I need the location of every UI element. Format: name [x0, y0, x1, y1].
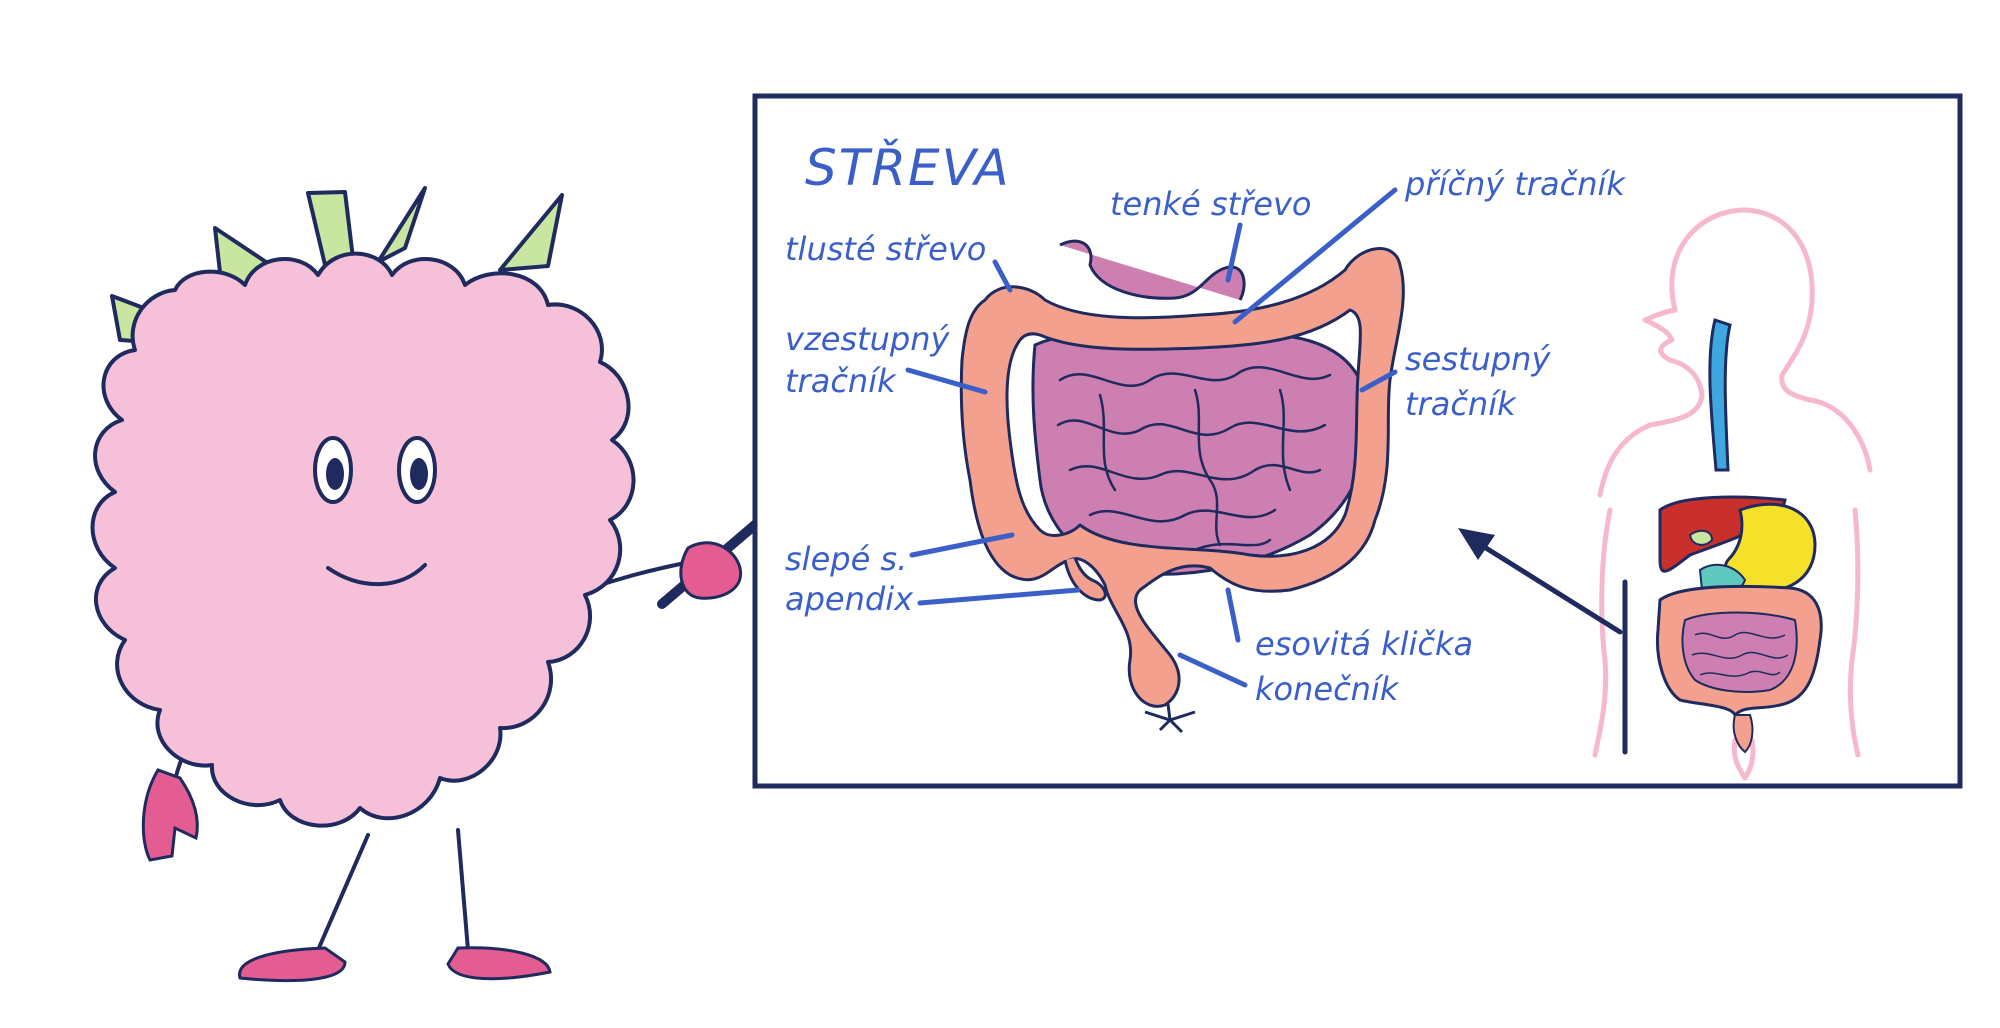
label-tenke-strevo: tenké střevo [1110, 185, 1311, 223]
leader-vzestupny [905, 367, 988, 395]
leader-apendix [917, 587, 1081, 606]
label-pricny-tracnik: příčný tračník [1404, 165, 1626, 203]
label-slepe: slepé s. [785, 540, 907, 578]
left-hand [141, 768, 199, 862]
intestines-diagram [959, 239, 1405, 734]
leader-sestupny [1359, 369, 1398, 393]
eyes [313, 436, 437, 504]
anus [1144, 703, 1196, 734]
large-intestine [959, 247, 1405, 708]
leader-pricny-tracnik [1232, 187, 1398, 325]
leader-esovita [1225, 587, 1241, 643]
label-sestupny-1: sestupný [1405, 340, 1551, 378]
leader-konecnik [1177, 652, 1248, 688]
smile [326, 563, 427, 587]
arrow-head [1458, 528, 1495, 560]
leader-tluste-strevo [992, 259, 1013, 293]
label-apendix: apendix [785, 580, 914, 618]
feet [238, 946, 552, 983]
raspberry-character [90, 186, 691, 983]
leader-slepe [909, 532, 1015, 558]
right-hand [679, 541, 743, 600]
arrow-line [1467, 535, 1623, 635]
diagram-labels: tlusté střevo tenké střevo příčný trační… [785, 165, 1626, 708]
inset-rectum [1732, 714, 1754, 754]
board-title: STŘEVA [805, 138, 1011, 197]
label-sestupny-2: tračník [1405, 385, 1517, 423]
label-vzestupny-1: vzestupný [785, 320, 951, 358]
esophagus [1708, 318, 1732, 472]
gallbladder [1688, 529, 1714, 546]
raspberry-body [90, 251, 636, 828]
label-konecnik: konečník [1255, 670, 1400, 708]
duodenum [1059, 239, 1246, 301]
inset-small-intestine [1681, 611, 1798, 693]
label-esovita: esovitá klička [1255, 625, 1473, 663]
legs [316, 828, 470, 952]
label-vzestupny-2: tračník [785, 362, 897, 400]
body-outline [1592, 207, 1873, 781]
human-digestive-system [1458, 207, 1873, 781]
leader-tenke-strevo [1225, 222, 1243, 283]
label-tluste-strevo: tlusté střevo [785, 230, 986, 268]
